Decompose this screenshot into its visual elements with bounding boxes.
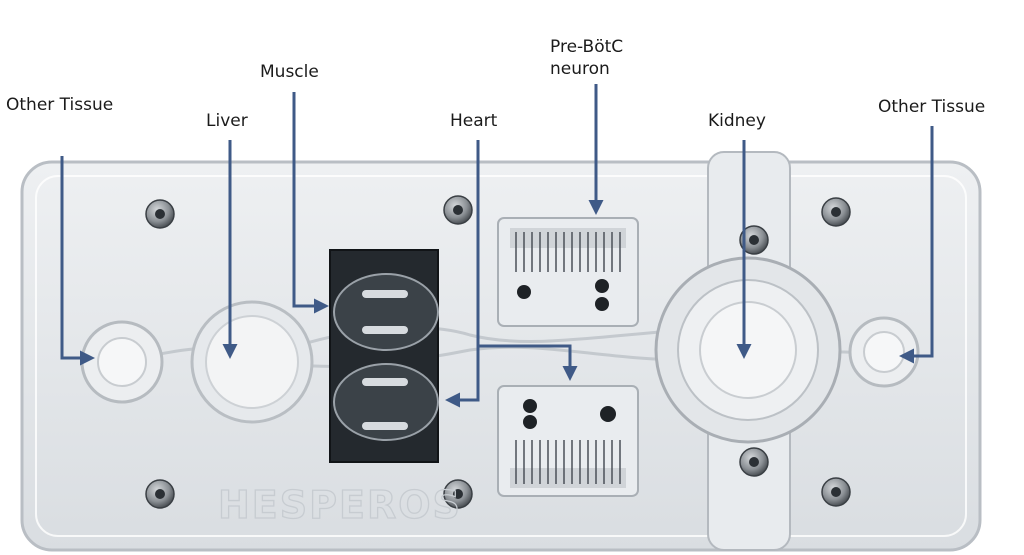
liver-well bbox=[190, 300, 314, 424]
screw-icon bbox=[443, 479, 473, 509]
label-liver: Liver bbox=[206, 111, 248, 131]
other-tissue-right-well bbox=[848, 316, 920, 388]
muscle-heart-insert bbox=[329, 249, 439, 463]
arrow-other-tissue-right bbox=[899, 126, 934, 364]
kidney-well bbox=[654, 256, 842, 444]
screw-icon bbox=[145, 199, 175, 229]
screw-icon bbox=[145, 479, 175, 509]
label-neuron: Pre-BötC neuron bbox=[550, 36, 623, 80]
arrow-muscle bbox=[292, 92, 329, 314]
arrow-heart-to-mea bbox=[478, 344, 578, 381]
screw-icon bbox=[821, 477, 851, 507]
screw-icon bbox=[821, 197, 851, 227]
screw-icon bbox=[443, 195, 473, 225]
label-neuron-line1: Pre-BötC bbox=[550, 37, 624, 57]
heart-electrode-array bbox=[497, 385, 639, 497]
mounting-screws bbox=[145, 195, 851, 509]
label-muscle: Muscle bbox=[260, 62, 319, 82]
label-other-tissue-left: Other Tissue bbox=[6, 95, 114, 115]
arrow-other-tissue-left bbox=[60, 156, 95, 366]
arrow-heart bbox=[445, 140, 480, 408]
other-tissue-left-well bbox=[80, 320, 164, 404]
leader-arrows bbox=[60, 84, 934, 408]
screw-icon bbox=[739, 225, 769, 255]
label-kidney: Kidney bbox=[708, 111, 766, 131]
label-other-tissue-right: Other Tissue bbox=[878, 97, 986, 117]
label-neuron-line2: neuron bbox=[550, 59, 610, 79]
label-heart: Heart bbox=[450, 111, 498, 131]
chip-watermark: HESPEROS bbox=[218, 483, 462, 527]
screw-icon bbox=[739, 447, 769, 477]
neuron-electrode-array bbox=[497, 217, 639, 327]
